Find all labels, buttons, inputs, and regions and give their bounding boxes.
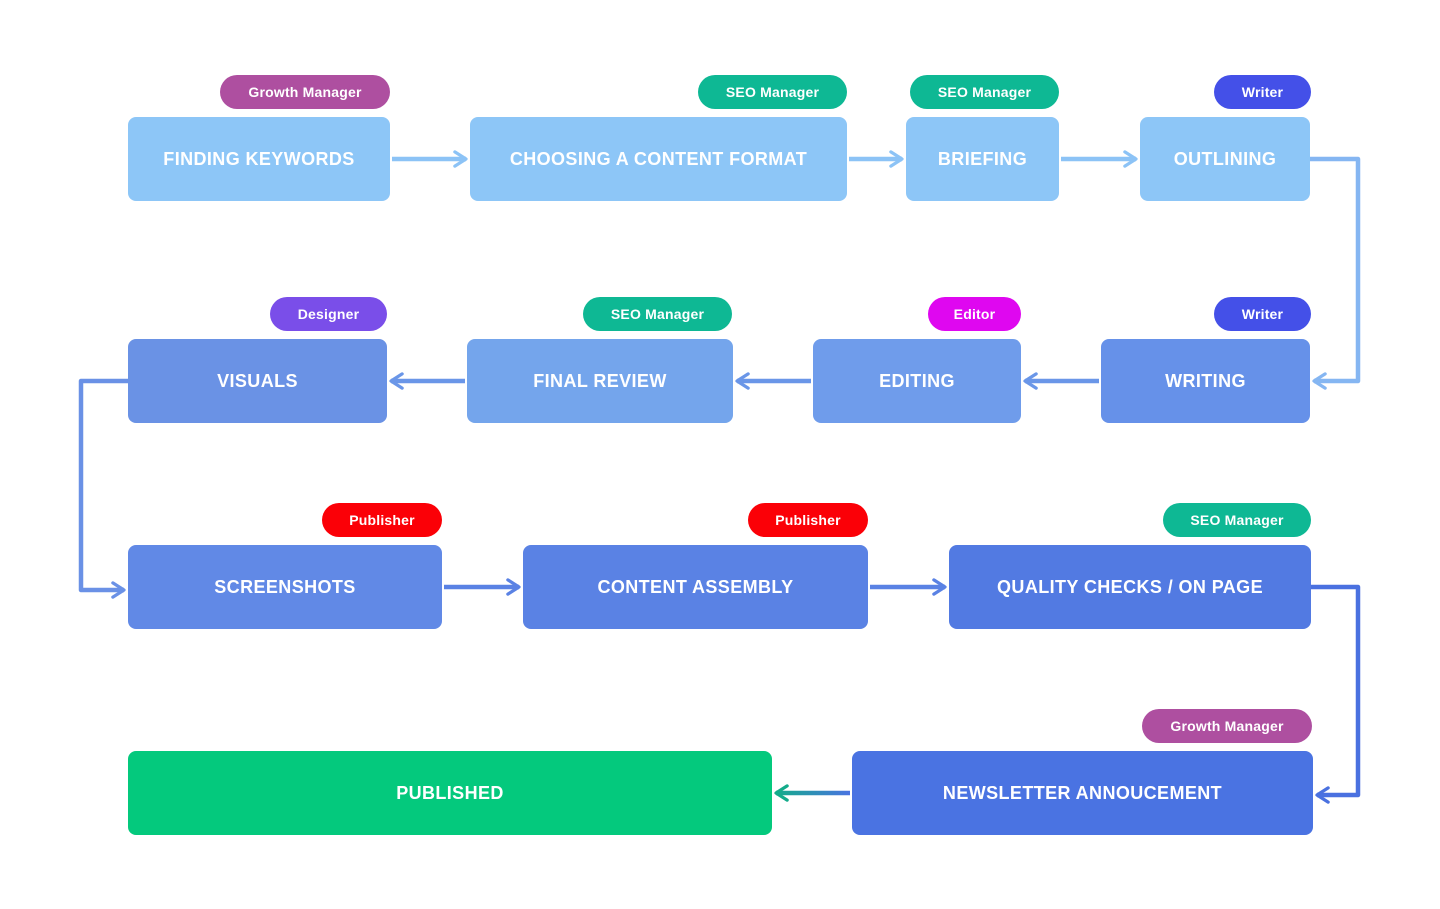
role-badge-growth-manager: Growth Manager — [1142, 709, 1312, 743]
node-final-review: FINAL REVIEW — [467, 339, 733, 423]
role-badge-label: SEO Manager — [610, 306, 705, 322]
node-newsletter-annoucement: NEWSLETTER ANNOUCEMENT — [852, 751, 1313, 835]
role-badge-label: SEO Manager — [1190, 512, 1284, 528]
node-choosing-content-format: CHOOSING A CONTENT FORMAT — [470, 117, 847, 201]
node-editing: EDITING — [813, 339, 1021, 423]
connector-outlining-to-writing — [1310, 156, 1361, 390]
node-label: EDITING — [879, 370, 955, 391]
role-badge-writer: Writer — [1214, 75, 1311, 109]
role-badge-label: Writer — [1241, 84, 1284, 100]
node-finding-keywords: FINDING KEYWORDS — [128, 117, 390, 201]
role-badge-writer: Writer — [1214, 297, 1311, 331]
role-badge-editor: Editor — [928, 297, 1021, 331]
role-badge-seo-manager: SEO Manager — [698, 75, 847, 109]
role-badge-seo-manager: SEO Manager — [910, 75, 1059, 109]
role-badge-publisher: Publisher — [748, 503, 868, 537]
node-label: NEWSLETTER ANNOUCEMENT — [942, 782, 1223, 803]
role-badge-label: Publisher — [349, 512, 415, 528]
node-quality-checks-on-page: QUALITY CHECKS / ON PAGE — [949, 545, 1311, 629]
role-badge-label: Editor — [953, 306, 996, 322]
node-briefing: BRIEFING — [906, 117, 1059, 201]
node-label: VISUALS — [217, 370, 298, 391]
role-badge-seo-manager: SEO Manager — [1163, 503, 1311, 537]
node-label: BRIEFING — [937, 148, 1028, 169]
role-badge-seo-manager: SEO Manager — [583, 297, 732, 331]
connector-visuals-to-screenshots — [78, 378, 128, 599]
node-label: CHOOSING A CONTENT FORMAT — [509, 148, 808, 169]
role-badge-designer: Designer — [270, 297, 387, 331]
role-badge-label: SEO Manager — [725, 84, 820, 100]
node-label: FINDING KEYWORDS — [163, 148, 355, 169]
role-badge-growth-manager: Growth Manager — [220, 75, 390, 109]
role-badge-label: Growth Manager — [1170, 718, 1284, 734]
node-label: SCREENSHOTS — [214, 576, 356, 597]
node-label: FINAL REVIEW — [533, 370, 667, 391]
connector-quality-checks-to-newsletter — [1311, 584, 1361, 804]
node-label: WRITING — [1165, 370, 1246, 391]
node-outlining: OUTLINING — [1140, 117, 1310, 201]
node-screenshots: SCREENSHOTS — [128, 545, 442, 629]
node-label: PUBLISHED — [396, 782, 504, 803]
role-badge-label: SEO Manager — [937, 84, 1032, 100]
role-badge-label: Designer — [297, 306, 360, 322]
role-badge-label: Publisher — [775, 512, 841, 528]
role-badge-publisher: Publisher — [322, 503, 442, 537]
node-content-assembly: CONTENT ASSEMBLY — [523, 545, 868, 629]
node-label: CONTENT ASSEMBLY — [597, 576, 794, 597]
role-badge-label: Writer — [1241, 306, 1284, 322]
node-published: PUBLISHED — [128, 751, 772, 835]
role-badge-label: Growth Manager — [248, 84, 362, 100]
node-visuals: VISUALS — [128, 339, 387, 423]
node-writing: WRITING — [1101, 339, 1310, 423]
node-label: QUALITY CHECKS / ON PAGE — [997, 576, 1263, 597]
node-label: OUTLINING — [1173, 148, 1277, 169]
